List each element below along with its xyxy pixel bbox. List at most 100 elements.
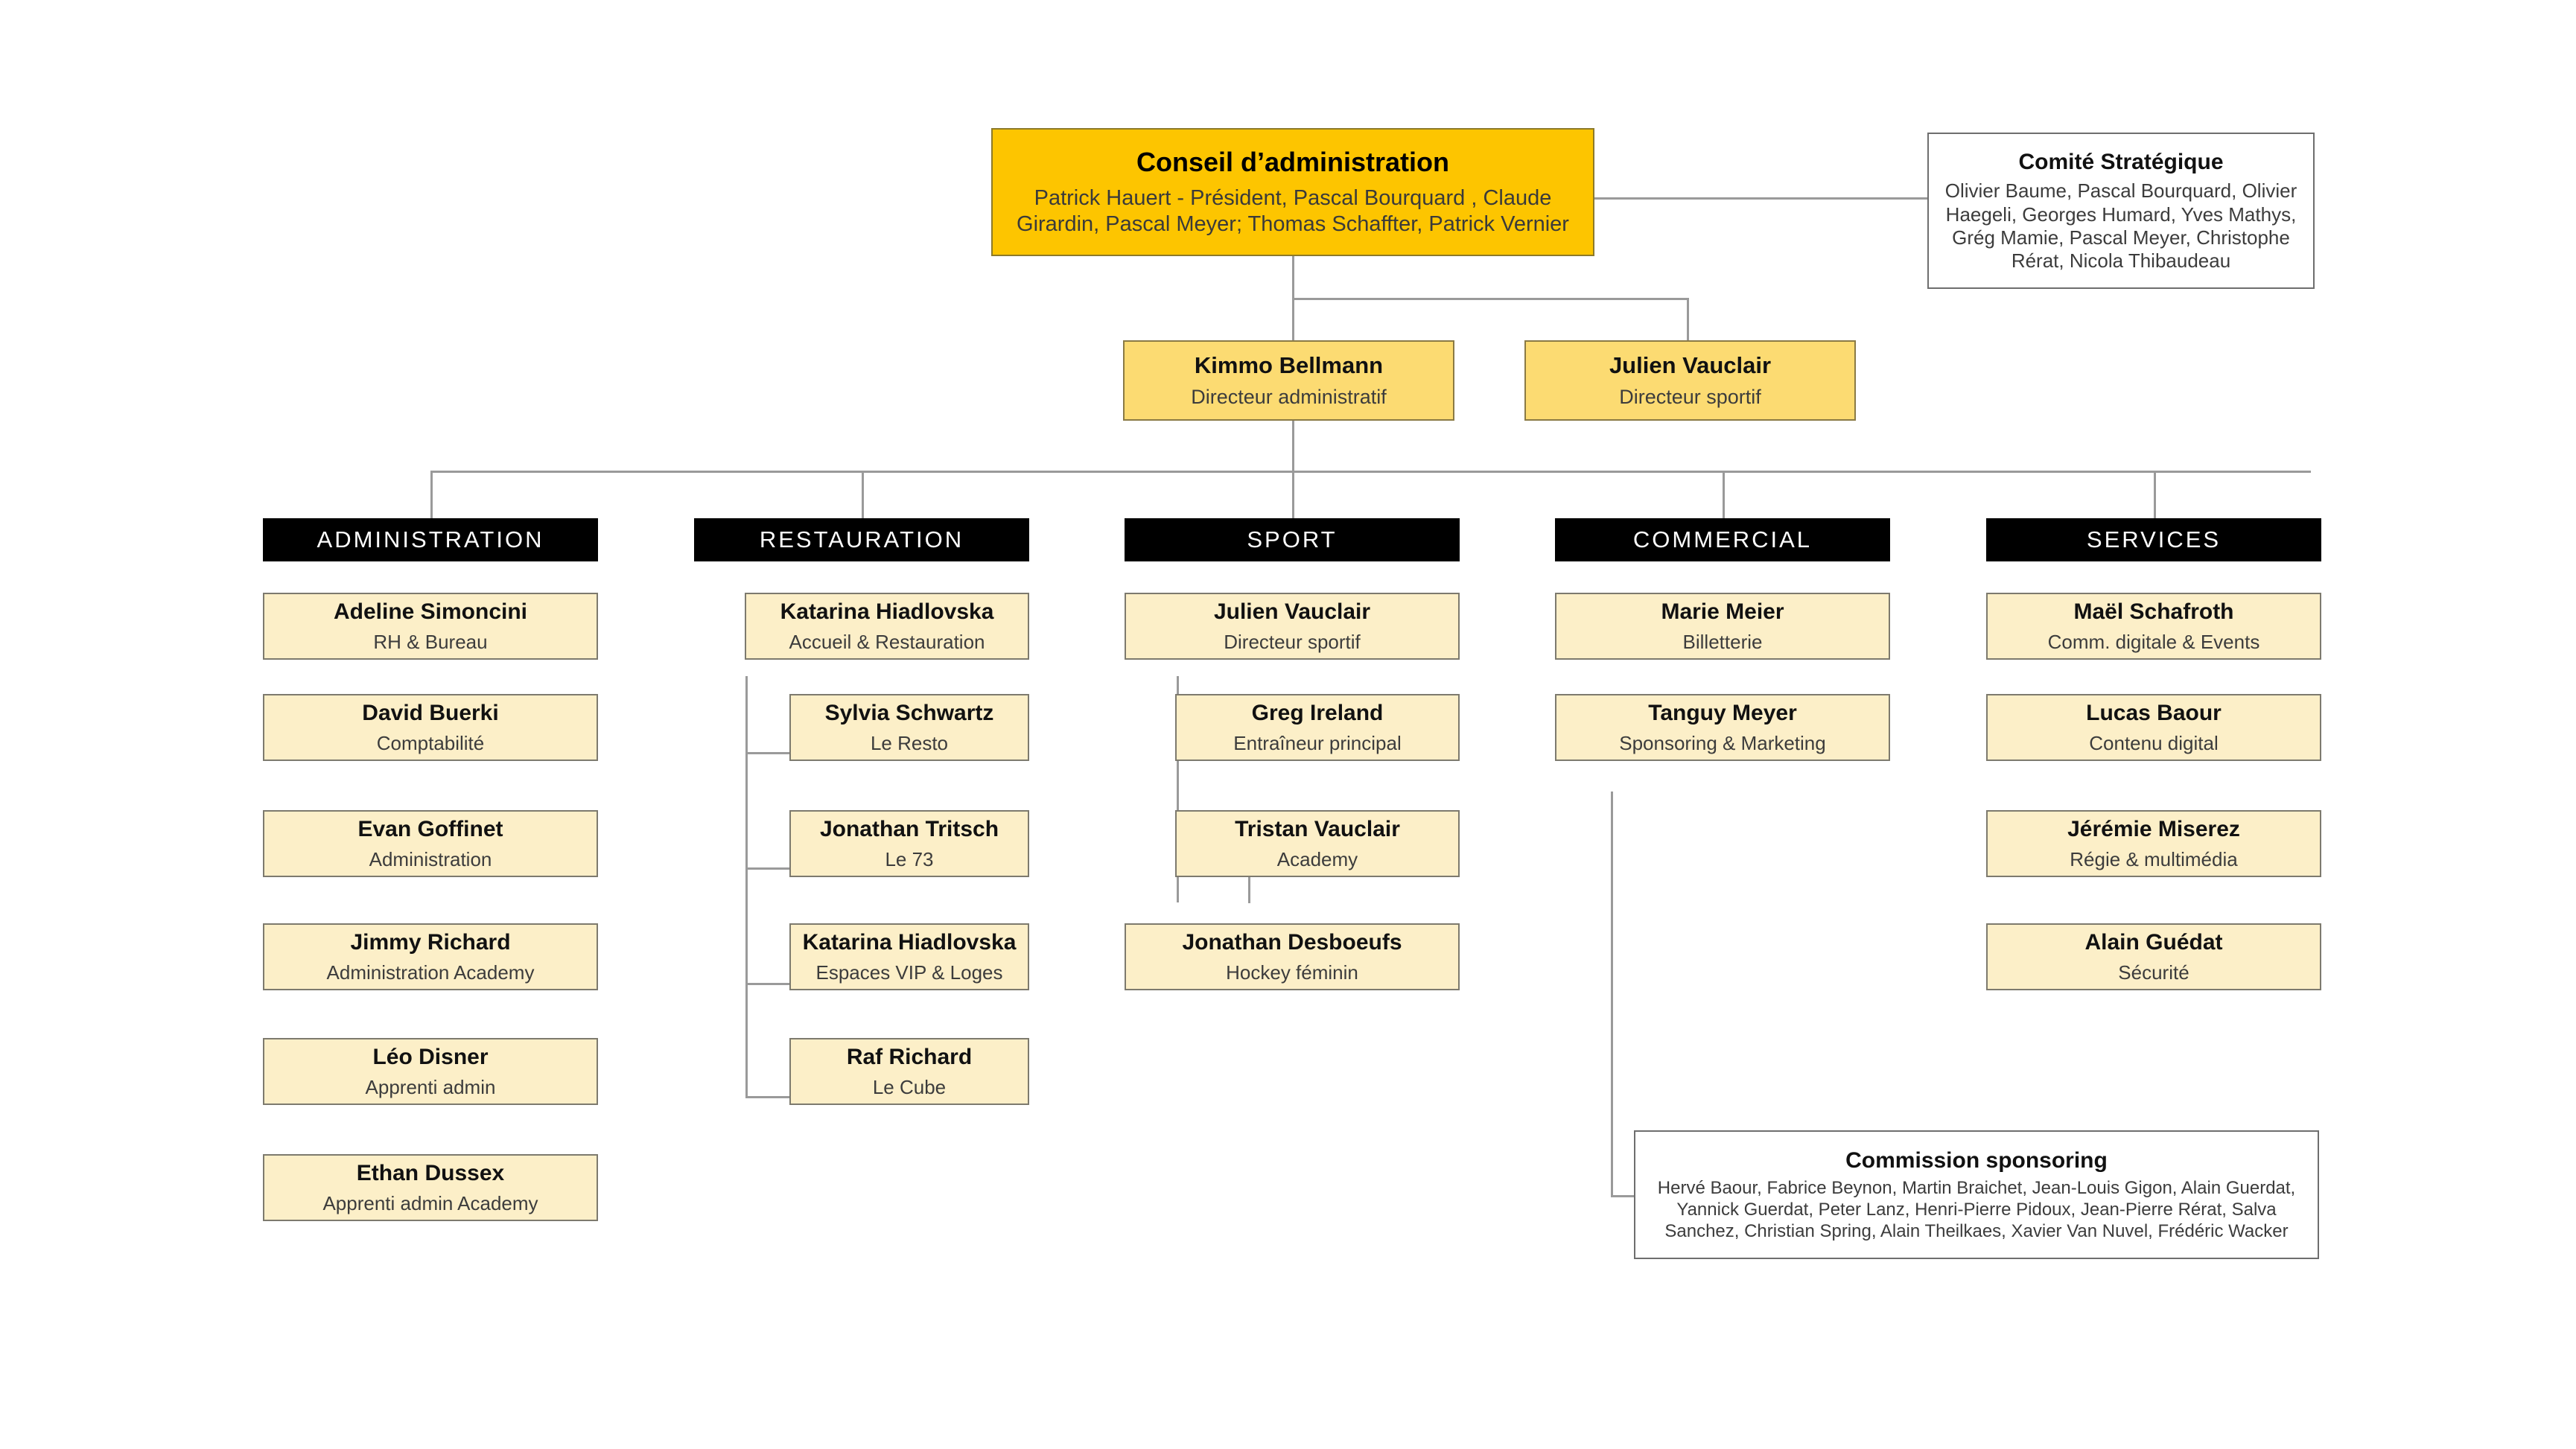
person-name: Evan Goffinet: [357, 817, 503, 842]
connector-restauration-spine: [745, 676, 748, 1098]
connector-bus-to-dept-sport: [1292, 471, 1294, 519]
connector-director1-stem: [1292, 421, 1294, 518]
node-person-tristan-vauclair[interactable]: Tristan Vauclair Academy: [1175, 810, 1460, 877]
node-person-marie-meier[interactable]: Marie Meier Billetterie: [1555, 593, 1890, 660]
node-person-alain-guedat[interactable]: Alain Guédat Sécurité: [1986, 923, 2321, 990]
node-person-jimmy-richard[interactable]: Jimmy Richard Administration Academy: [263, 923, 598, 990]
person-name: Katarina Hiadlovska: [802, 930, 1017, 955]
connector-board-stem: [1292, 255, 1294, 300]
node-person-greg-ireland[interactable]: Greg Ireland Entraîneur principal: [1175, 694, 1460, 761]
node-commission-sponsoring[interactable]: Commission sponsoring Hervé Baour, Fabri…: [1634, 1130, 2319, 1259]
connector-departments-bus: [430, 471, 2311, 473]
node-person-adeline-simoncini[interactable]: Adeline Simoncini RH & Bureau: [263, 593, 598, 660]
person-role: Le 73: [885, 847, 934, 870]
connector-restauration-branch-2: [745, 867, 790, 870]
person-role: Sponsoring & Marketing: [1619, 731, 1826, 754]
person-role: Administration Academy: [326, 961, 535, 984]
connector-sport-spine: [1177, 676, 1179, 902]
person-name: Léo Disner: [372, 1045, 489, 1070]
node-person-lucas-baour[interactable]: Lucas Baour Contenu digital: [1986, 694, 2321, 761]
person-name: Marie Meier: [1661, 599, 1784, 625]
connector-commission-entry: [1611, 1195, 1656, 1197]
person-role: Billetterie: [1682, 630, 1763, 653]
connector-to-director-1: [1292, 298, 1294, 343]
node-person-leo-disner[interactable]: Léo Disner Apprenti admin: [263, 1038, 598, 1105]
node-comite-strategique[interactable]: Comité Stratégique Olivier Baume, Pascal…: [1927, 133, 2315, 289]
person-name: Tristan Vauclair: [1235, 817, 1400, 842]
person-name: Raf Richard: [846, 1045, 973, 1070]
node-person-jonathan-desboeufs[interactable]: Jonathan Desboeufs Hockey féminin: [1125, 923, 1460, 990]
person-role: Comptabilité: [376, 731, 485, 754]
dept-header-label: COMMERCIAL: [1632, 526, 1813, 552]
connector-restauration-branch-1: [745, 752, 790, 754]
connector-to-director-2: [1687, 298, 1689, 343]
node-person-ethan-dussex[interactable]: Ethan Dussex Apprenti admin Academy: [263, 1154, 598, 1221]
dept-header-administration[interactable]: ADMINISTRATION: [263, 518, 598, 561]
node-person-david-buerki[interactable]: David Buerki Comptabilité: [263, 694, 598, 761]
person-role: Directeur sportif: [1224, 630, 1361, 653]
connector-restauration-branch-3: [745, 983, 790, 985]
dept-header-label: ADMINISTRATION: [317, 526, 544, 552]
board-members: Patrick Hauert - Président, Pascal Bourq…: [1017, 186, 1569, 237]
node-person-jeremie-miserez[interactable]: Jérémie Miserez Régie & multimédia: [1986, 810, 2321, 877]
connector-restauration-branch-4: [745, 1096, 790, 1098]
strategic-committee-members: Olivier Baume, Pascal Bourquard, Olivier…: [1944, 179, 2297, 272]
node-person-mael-schafroth[interactable]: Maël Schafroth Comm. digitale & Events: [1986, 593, 2321, 660]
director-name: Julien Vauclair: [1609, 351, 1772, 378]
director-role: Directeur administratif: [1191, 386, 1387, 409]
person-role: Espaces VIP & Loges: [815, 961, 1003, 984]
dept-header-restauration[interactable]: RESTAURATION: [694, 518, 1029, 561]
person-name: Julien Vauclair: [1213, 599, 1371, 625]
node-person-sylvia-schwartz[interactable]: Sylvia Schwartz Le Resto: [789, 694, 1029, 761]
connector-bus-to-dept-restauration: [862, 471, 864, 519]
board-title: Conseil d’administration: [1136, 146, 1450, 177]
node-person-tanguy-meyer[interactable]: Tanguy Meyer Sponsoring & Marketing: [1555, 694, 1890, 761]
person-role: Sécurité: [2118, 961, 2189, 984]
connector-bus-to-dept-administration: [430, 471, 433, 519]
connector-sport-branch-2-drop: [1248, 867, 1250, 903]
person-name: Jonathan Desboeufs: [1182, 930, 1402, 955]
node-person-evan-goffinet[interactable]: Evan Goffinet Administration: [263, 810, 598, 877]
person-name: Ethan Dussex: [356, 1161, 505, 1186]
node-person-jonathan-tritsch[interactable]: Jonathan Tritsch Le 73: [789, 810, 1029, 877]
person-role: RH & Bureau: [373, 630, 488, 653]
person-role: Apprenti admin Academy: [322, 1191, 538, 1214]
node-person-katarina-hiadlovska-vip[interactable]: Katarina Hiadlovska Espaces VIP & Loges: [789, 923, 1029, 990]
director-name: Kimmo Bellmann: [1194, 351, 1384, 378]
node-director-julien-vauclair[interactable]: Julien Vauclair Directeur sportif: [1524, 340, 1856, 421]
dept-header-commercial[interactable]: COMMERCIAL: [1555, 518, 1890, 561]
person-role: Comm. digitale & Events: [2047, 630, 2260, 653]
node-conseil-administration[interactable]: Conseil d’administration Patrick Hauert …: [991, 128, 1594, 256]
node-person-raf-richard[interactable]: Raf Richard Le Cube: [789, 1038, 1029, 1105]
director-role: Directeur sportif: [1619, 386, 1761, 409]
node-person-julien-vauclair-sport[interactable]: Julien Vauclair Directeur sportif: [1125, 593, 1460, 660]
node-person-katarina-hiadlovska-accueil[interactable]: Katarina Hiadlovska Accueil & Restaurati…: [745, 593, 1029, 660]
dept-header-sport[interactable]: SPORT: [1125, 518, 1460, 561]
connector-directors-bus: [1292, 298, 1689, 300]
person-name: Alain Guédat: [2084, 930, 2223, 955]
person-role: Le Resto: [870, 731, 949, 754]
dept-header-label: SPORT: [1247, 526, 1338, 552]
connector-bus-to-dept-commercial: [1723, 471, 1725, 519]
dept-header-services[interactable]: SERVICES: [1986, 518, 2321, 561]
person-name: Adeline Simoncini: [333, 599, 528, 625]
connector-commercial-to-commission: [1611, 792, 1613, 1197]
person-name: Jérémie Miserez: [2067, 817, 2240, 842]
person-name: Jonathan Tritsch: [819, 817, 999, 842]
person-name: Maël Schafroth: [2073, 599, 2234, 625]
person-role: Accueil & Restauration: [789, 630, 985, 653]
person-role: Academy: [1276, 847, 1358, 870]
connector-bus-to-dept-services: [2154, 471, 2156, 519]
strategic-committee-title: Comité Stratégique: [2018, 149, 2224, 174]
connector-board-to-strategic-committee: [1594, 197, 1929, 200]
person-name: Greg Ireland: [1251, 701, 1384, 726]
person-name: Lucas Baour: [2086, 701, 2222, 726]
node-director-kimmo-bellmann[interactable]: Kimmo Bellmann Directeur administratif: [1123, 340, 1454, 421]
person-role: Apprenti admin: [365, 1075, 496, 1098]
commission-members: Hervé Baour, Fabrice Beynon, Martin Brai…: [1657, 1178, 2296, 1241]
person-role: Le Cube: [872, 1075, 947, 1098]
person-name: Jimmy Richard: [350, 930, 511, 955]
person-name: David Buerki: [362, 701, 499, 726]
person-role: Contenu digital: [2089, 731, 2219, 754]
